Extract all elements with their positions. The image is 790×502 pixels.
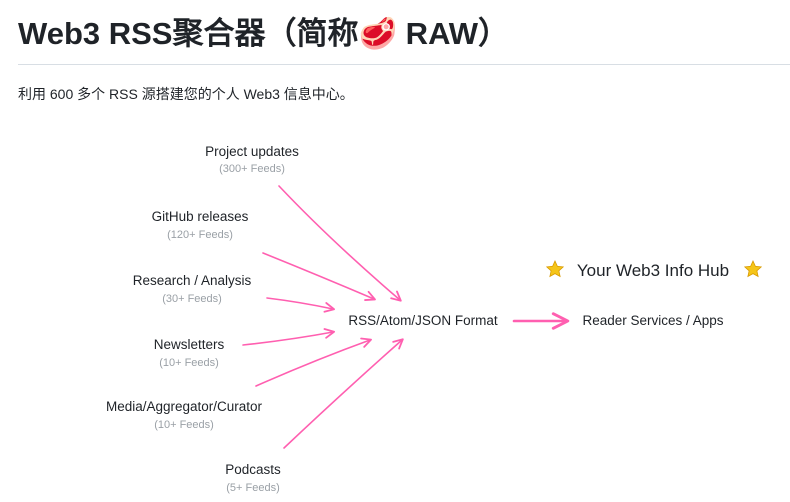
source-name: GitHub releases	[152, 209, 249, 224]
title-divider	[18, 64, 790, 65]
source-count: (30+ Feeds)	[162, 293, 222, 305]
source-name: Project updates	[205, 144, 299, 159]
source-name: Research / Analysis	[133, 273, 252, 288]
arrow-media-aggregator-curator	[255, 337, 372, 387]
intro-text: 利用 600 多个 RSS 源搭建您的个人 Web3 信息中心。	[18, 86, 354, 102]
arrow-project-updates	[278, 185, 402, 302]
source-media-aggregator-curator: Media/Aggregator/Curator (10+ Feeds)	[106, 399, 263, 431]
source-count: (10+ Feeds)	[154, 419, 214, 431]
source-count: (120+ Feeds)	[167, 229, 233, 241]
source-name: Podcasts	[225, 462, 281, 477]
star-icon	[545, 260, 565, 278]
page-title: Web3 RSS聚合器（简称🥩 RAW）	[18, 16, 510, 51]
source-count: (300+ Feeds)	[219, 163, 285, 175]
hub-title: Your Web3 Info Hub	[545, 260, 763, 280]
source-podcasts: Podcasts (5+ Feeds)	[225, 462, 281, 494]
arrow-research-analysis	[266, 297, 335, 313]
source-count: (5+ Feeds)	[226, 482, 280, 494]
star-icon	[743, 260, 763, 278]
source-github-releases: GitHub releases (120+ Feeds)	[152, 209, 249, 241]
source-count: (10+ Feeds)	[159, 357, 219, 369]
arrow-podcasts	[283, 338, 404, 449]
source-name: Newsletters	[154, 337, 225, 352]
reader-services-node: Reader Services / Apps	[582, 313, 723, 328]
format-node: RSS/Atom/JSON Format	[348, 313, 498, 328]
arrow-github-releases	[262, 252, 376, 301]
source-project-updates: Project updates (300+ Feeds)	[205, 144, 299, 175]
source-arrows	[242, 185, 404, 449]
source-research-analysis: Research / Analysis (30+ Feeds)	[133, 273, 252, 305]
source-name: Media/Aggregator/Curator	[106, 399, 263, 414]
hub-title-text: Your Web3 Info Hub	[577, 261, 729, 280]
arrow-newsletters	[242, 328, 335, 346]
source-newsletters: Newsletters (10+ Feeds)	[154, 337, 225, 369]
